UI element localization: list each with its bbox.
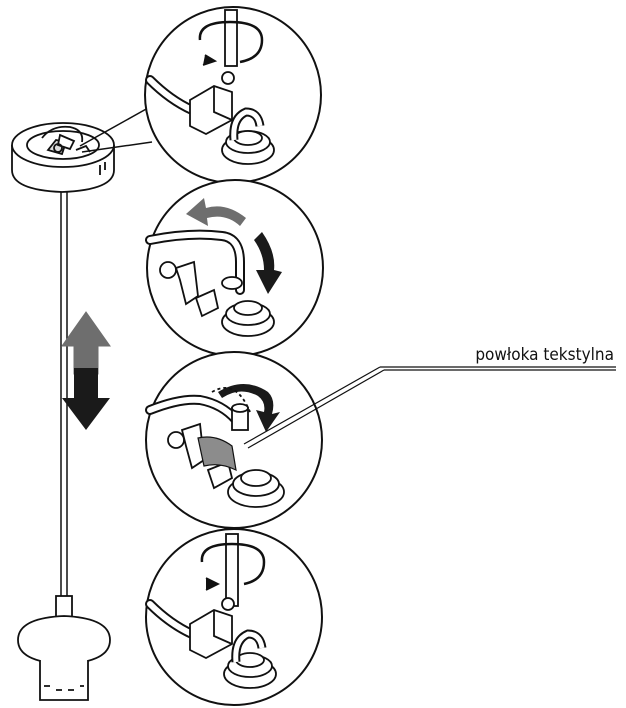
arrow-up-icon (61, 311, 111, 375)
textile-coating-label: powłoka tekstylna (475, 345, 614, 365)
coating-leader (243, 366, 616, 449)
detail-leader (79, 107, 153, 153)
detail-step-1 (144, 6, 322, 184)
rotate-arrow-icon (186, 198, 246, 226)
detail-step-2 (145, 179, 324, 357)
detail-step-3 (145, 351, 323, 529)
pendant-cable (60, 192, 68, 598)
arrow-down-icon (62, 368, 110, 430)
lamp-canopy (11, 122, 115, 193)
detail-step-4 (145, 528, 323, 706)
textile-coating (197, 436, 237, 472)
lamp-shade (17, 595, 111, 701)
